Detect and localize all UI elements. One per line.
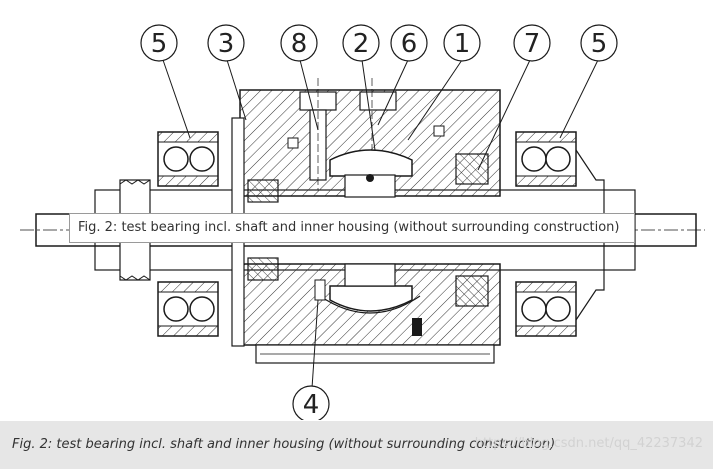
left-support-bearing (157, 131, 219, 337)
callout-9: 4 (292, 385, 330, 420)
callout-6: 1 (443, 24, 481, 62)
svg-text:4: 4 (303, 390, 320, 420)
watermark: https://blog.csdn.net/qq_42237342 (474, 436, 703, 451)
lower-bearing-detail (314, 279, 421, 314)
leader-lines (162, 59, 599, 389)
callout-4: 2 (342, 24, 380, 62)
figure-caption-overlay: Fig. 2: test bearing incl. shaft and inn… (69, 213, 635, 243)
inner-housing (231, 89, 501, 364)
svg-text:1: 1 (454, 29, 471, 59)
svg-text:8: 8 (291, 29, 308, 59)
figure-caption: Fig. 2: test bearing incl. shaft and inn… (0, 421, 713, 469)
seal-rings (247, 153, 489, 336)
callout-3: 8 (280, 24, 318, 62)
callout-1: 5 (140, 24, 178, 62)
right-support-bearing (515, 131, 605, 337)
callout-8: 5 (580, 24, 618, 62)
callout-2: 3 (207, 24, 245, 62)
test-bearing (329, 149, 413, 312)
svg-text:5: 5 (151, 29, 168, 59)
bearing-cross-section-diagram: 5 3 8 2 6 1 7 5 (20, 24, 705, 420)
callout-7: 7 (513, 24, 551, 62)
svg-text:2: 2 (353, 29, 370, 59)
svg-text:7: 7 (524, 29, 541, 59)
svg-text:6: 6 (401, 29, 418, 59)
callout-5: 6 (390, 24, 428, 62)
svg-text:3: 3 (218, 29, 235, 59)
svg-text:5: 5 (591, 29, 608, 59)
